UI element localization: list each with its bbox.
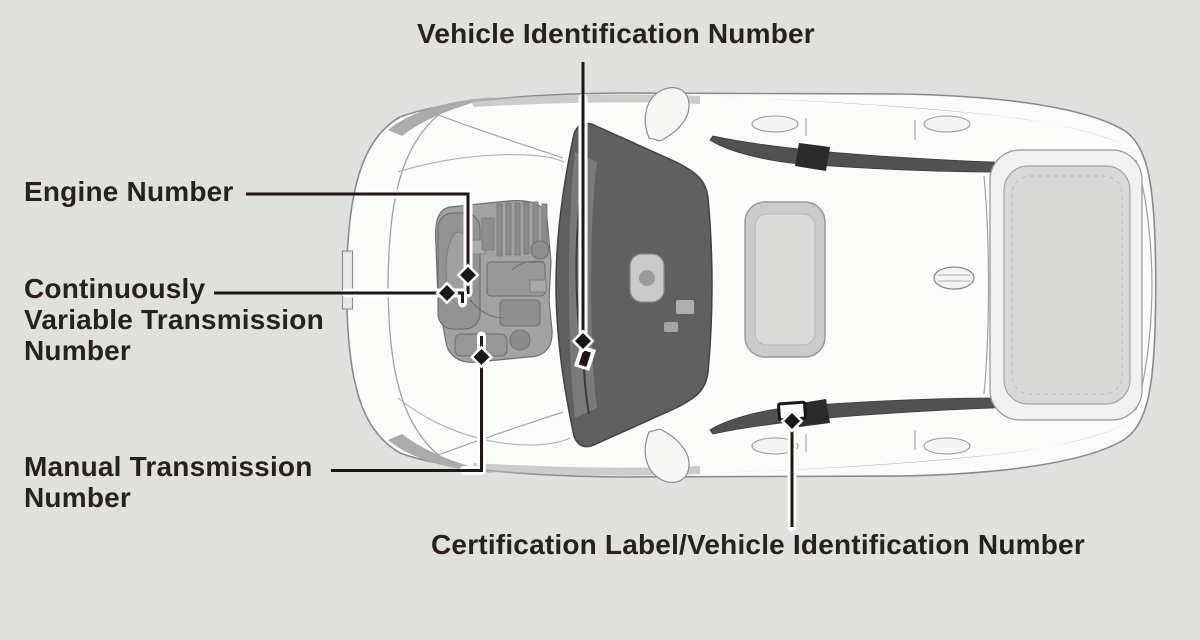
leader-mt (331, 331, 493, 475)
label-certification-vin: Certification Label/Vehicle Identificati… (431, 529, 1085, 560)
leader-cert (777, 400, 807, 532)
label-manual-transmission-number: Manual Transmission Number (24, 451, 313, 513)
front-emblem (341, 250, 354, 310)
antenna (933, 266, 975, 290)
roof-and-sides (644, 87, 997, 483)
vin-plate (573, 345, 597, 371)
side-mirror-top (644, 87, 690, 142)
rear-window (1003, 165, 1131, 405)
leader-engine (246, 189, 480, 298)
sunroof (744, 201, 826, 358)
label-cvt-number: Continuously Variable Transmission Numbe… (24, 273, 324, 366)
engine-illustration (434, 199, 553, 363)
label-vehicle-identification-number: Vehicle Identification Number (417, 18, 815, 49)
label-engine-number: Engine Number (24, 176, 234, 207)
side-mirror-bottom (644, 428, 690, 483)
rear-section (983, 149, 1143, 421)
b-pillar-top (795, 143, 830, 171)
leader-vin (571, 62, 597, 371)
leader-cvt (214, 281, 467, 308)
